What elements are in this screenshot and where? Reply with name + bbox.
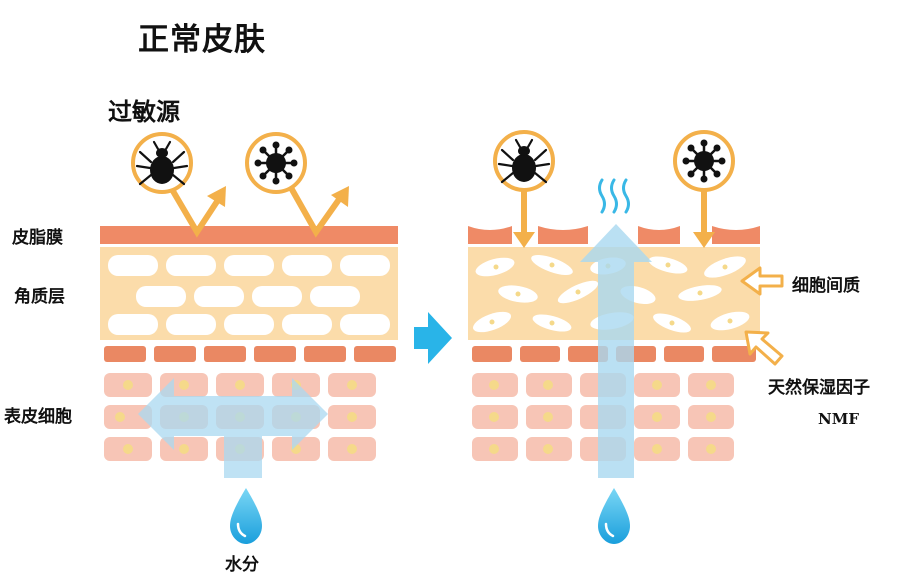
allergen-label: 过敏源 [108,98,180,126]
left-water-flow-arrow [138,378,328,478]
intercellular-matrix-label: 细胞间质 [792,276,860,296]
water-label: 水分 [225,555,259,575]
right-allergen-arrows [521,190,707,234]
transition-arrow-icon [414,312,452,364]
nmf-label: 天然保湿因子 [768,378,870,398]
sebum-film-label: 皮脂膜 [12,228,63,248]
page-title: 正常皮肤 [138,22,266,58]
right-panel [468,130,784,544]
virus-icon [245,132,307,194]
right-sebum-fragments [468,226,760,244]
left-allergen-arrows [167,184,343,238]
dust-mite-icon-right [493,130,555,192]
evaporation-icon [598,178,630,214]
left-sebum-film [100,226,398,244]
dust-mite-icon [131,132,193,194]
left-epidermis-top-row [104,346,396,362]
right-nmf-dots [489,262,733,326]
epidermis-label: 表皮细胞 [4,407,72,427]
virus-icon-right [673,130,735,192]
label-pointer-arrows [740,266,784,366]
nmf-abbrev-label: NMF [818,410,859,428]
stratum-corneum-label: 角质层 [14,287,65,307]
right-water-loss-arrow [580,224,652,478]
left-panel [100,132,398,544]
left-corneum-cells [108,255,390,335]
